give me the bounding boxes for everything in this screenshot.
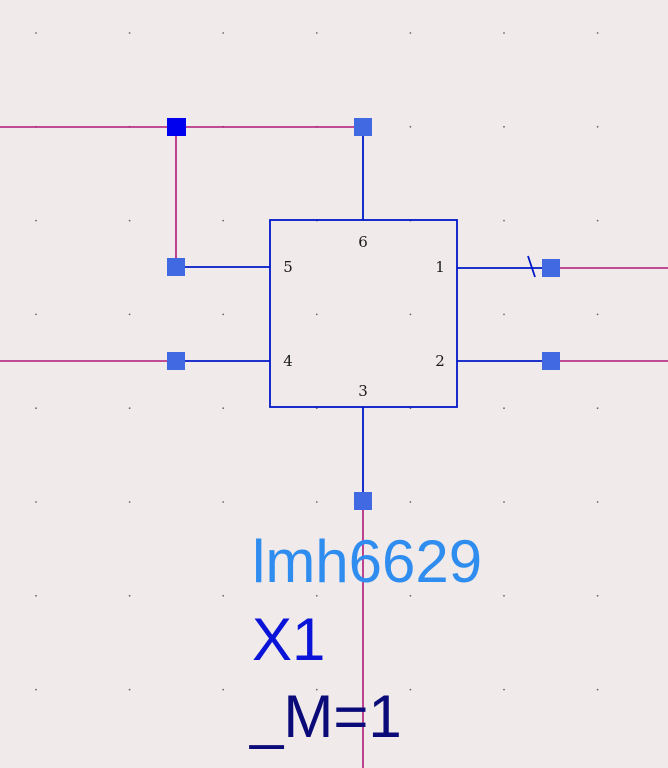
grid-dot bbox=[409, 313, 412, 316]
grid-dot bbox=[409, 594, 412, 597]
grid-dot bbox=[128, 688, 131, 691]
grid-dot bbox=[409, 125, 412, 128]
grid-dot bbox=[35, 32, 37, 34]
parameter-label[interactable]: _M=1 bbox=[249, 683, 402, 750]
grid-dot bbox=[222, 407, 225, 410]
pin-label-2: 2 bbox=[435, 352, 445, 370]
grid-dot bbox=[222, 688, 225, 691]
grid-dot bbox=[315, 313, 318, 316]
wires bbox=[0, 126, 668, 768]
grid-dot bbox=[596, 501, 599, 503]
grid-dot bbox=[596, 594, 599, 597]
grid-dot bbox=[503, 407, 505, 410]
grid-dot bbox=[315, 32, 318, 34]
grid-dot bbox=[409, 688, 412, 691]
grid-dot bbox=[35, 501, 37, 503]
model-label[interactable]: lmh6629 bbox=[252, 528, 482, 595]
pin-label-5: 5 bbox=[283, 258, 293, 276]
grid-dot bbox=[503, 125, 505, 128]
grid-dot bbox=[596, 32, 599, 34]
grid-dot bbox=[35, 594, 37, 597]
grid-dot bbox=[222, 501, 225, 503]
bus-slash-mark bbox=[527, 255, 536, 278]
grid-dot bbox=[596, 688, 599, 691]
grid-dot bbox=[503, 594, 505, 597]
pin-markers bbox=[167, 118, 560, 510]
pin-label-6: 6 bbox=[358, 233, 368, 251]
pin-6-marker[interactable] bbox=[354, 118, 372, 136]
pin-4-marker[interactable] bbox=[167, 352, 185, 370]
pin-label-3: 3 bbox=[358, 382, 368, 400]
grid-dot bbox=[35, 688, 37, 691]
grid-dot bbox=[128, 313, 131, 316]
grid-dot bbox=[315, 688, 318, 691]
wire-junction-marker[interactable] bbox=[167, 118, 186, 136]
instance-label[interactable]: X1 bbox=[252, 606, 325, 673]
grid-dot bbox=[222, 32, 225, 34]
grid-dot bbox=[35, 407, 37, 410]
grid-dot bbox=[503, 313, 505, 316]
grid-dot bbox=[128, 594, 131, 597]
grid-dot bbox=[409, 501, 412, 503]
pin-1-marker[interactable] bbox=[542, 259, 560, 277]
grid-dot bbox=[35, 313, 37, 316]
grid-dot bbox=[503, 219, 505, 222]
grid-dot bbox=[503, 32, 505, 34]
grid-dot bbox=[222, 219, 225, 222]
pin-label-4: 4 bbox=[283, 352, 293, 370]
grid-dot bbox=[315, 594, 318, 597]
grid-dot bbox=[128, 501, 131, 503]
pin-label-1: 1 bbox=[435, 258, 445, 276]
pin-5-marker[interactable] bbox=[167, 258, 185, 276]
grid-dot bbox=[128, 407, 131, 410]
grid-dot bbox=[596, 219, 599, 222]
grid-dot bbox=[596, 313, 599, 316]
pin-2-marker[interactable] bbox=[542, 352, 560, 370]
grid-dot bbox=[409, 32, 412, 34]
grid-dot bbox=[596, 125, 599, 128]
grid-dot bbox=[35, 219, 37, 222]
grid-dot bbox=[503, 688, 505, 691]
grid-dot bbox=[128, 219, 131, 222]
component-symbol[interactable] bbox=[176, 127, 551, 501]
grid-dot bbox=[315, 501, 318, 503]
grid-dot bbox=[596, 407, 599, 410]
pin-labels: 6 5 1 4 2 3 bbox=[283, 233, 445, 400]
grid-dot bbox=[503, 501, 505, 503]
pin-3-marker[interactable] bbox=[354, 492, 372, 510]
grid-dot bbox=[128, 32, 131, 34]
grid-dot bbox=[222, 594, 225, 597]
grid-dot bbox=[222, 313, 225, 316]
